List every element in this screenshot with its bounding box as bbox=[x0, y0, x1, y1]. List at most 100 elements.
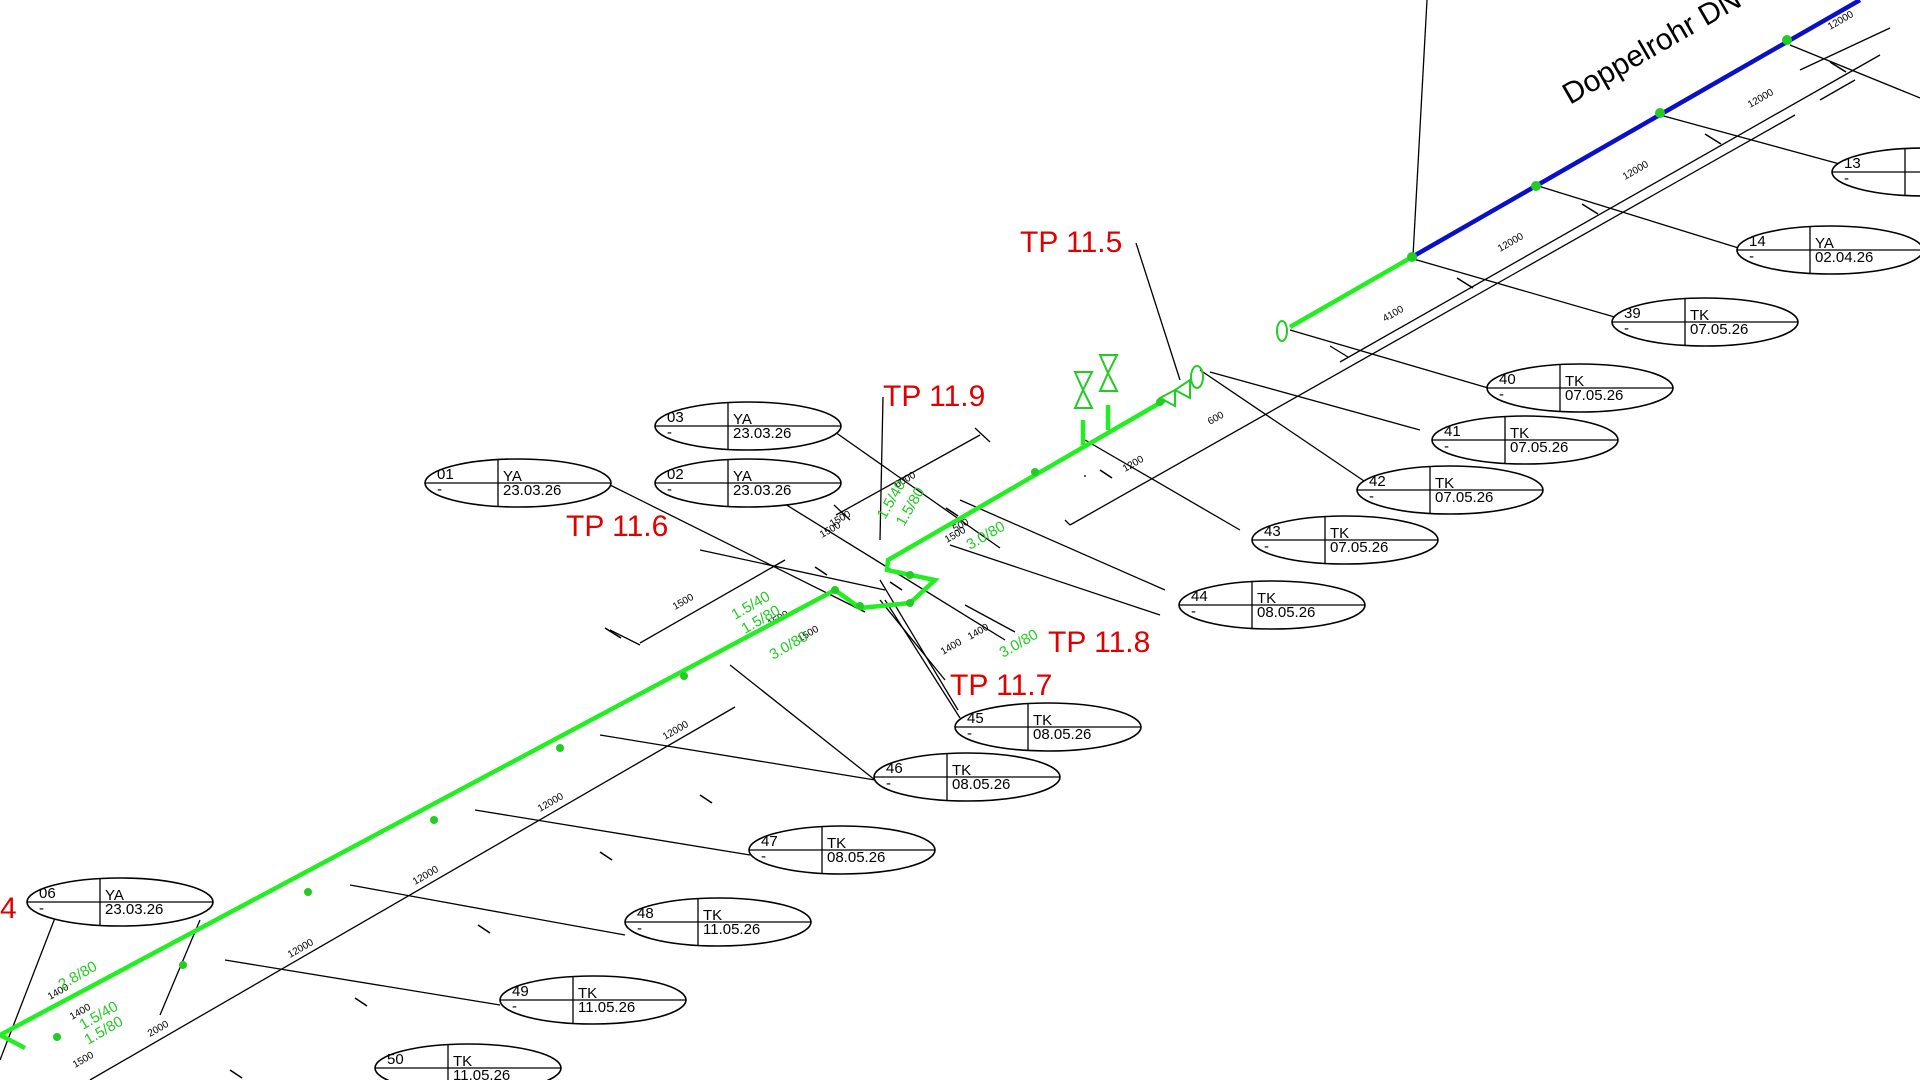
tp-label-11-9: TP 11.9 bbox=[883, 380, 985, 413]
weld-tag-sub: - bbox=[667, 481, 672, 498]
weld-tag-date: 08.05.26 bbox=[827, 849, 885, 866]
weld-tag-code: TK bbox=[1257, 590, 1276, 607]
weld-tag-number: 45 bbox=[967, 710, 984, 727]
weld-tag-date: 07.05.26 bbox=[1690, 321, 1748, 338]
weld-tag-sub: - bbox=[1264, 538, 1269, 555]
tp-label-11-7: TP 11.7 bbox=[950, 669, 1052, 702]
weld-tag-date: 23.03.26 bbox=[503, 482, 561, 499]
pipe-title: Doppelrohr DN bbox=[1557, 0, 1747, 111]
weld-tag-code: TK bbox=[1690, 307, 1709, 324]
weld-tag-code: YA bbox=[105, 887, 124, 904]
weld-tag-sub: - bbox=[512, 998, 517, 1015]
weld-tag-sub: - bbox=[437, 481, 442, 498]
weld-tag-number: 02 bbox=[667, 466, 684, 483]
tp-label-11-8: TP 11.8 bbox=[1048, 626, 1150, 659]
weld-tag-date: 07.05.26 bbox=[1510, 439, 1568, 456]
weld-tag-code: YA bbox=[503, 468, 522, 485]
weld-tag-date: 23.03.26 bbox=[105, 901, 163, 918]
green-pipe bbox=[0, 255, 1414, 1050]
weld-tag-sub: - bbox=[1191, 603, 1196, 620]
pipe-spec: 3.0/80 bbox=[997, 626, 1042, 662]
dimension-ticks bbox=[229, 61, 1847, 1079]
weld-tag-date: 08.05.26 bbox=[1257, 604, 1315, 621]
weld-tag-number: 41 bbox=[1444, 423, 1461, 440]
weld-tag-number: 43 bbox=[1264, 523, 1281, 540]
dim-label: 12000 bbox=[661, 719, 691, 743]
weld-tag-code: YA bbox=[733, 411, 752, 428]
weld-tag-number: 42 bbox=[1369, 473, 1386, 490]
weld-tag-code: TK bbox=[578, 985, 597, 1002]
weld-tag-sub: - bbox=[667, 424, 672, 441]
weld-tag-date: 08.05.26 bbox=[952, 776, 1010, 793]
weld-tag-13: 13- bbox=[1831, 147, 1920, 197]
tp-label-edge: 4 bbox=[0, 892, 17, 925]
tp-label-11-6: TP 11.6 bbox=[566, 510, 668, 543]
weld-tag-code: TK bbox=[453, 1053, 472, 1070]
pipe-spec: 3.0/80 bbox=[964, 518, 1009, 554]
weld-tag-sub: - bbox=[1444, 438, 1449, 455]
weld-tag-code: TK bbox=[1510, 425, 1529, 442]
weld-tag-sub: - bbox=[886, 775, 891, 792]
test-point-labels: TP 11.5 TP 11.6 TP 11.7 TP 11.8 TP 11.9 … bbox=[0, 226, 1150, 925]
weld-tag-code: TK bbox=[1435, 475, 1454, 492]
weld-tag-number: 46 bbox=[886, 760, 903, 777]
valve-icon bbox=[1073, 320, 1288, 409]
weld-tag-number: 48 bbox=[637, 905, 654, 922]
weld-tag-date: 11.05.26 bbox=[578, 999, 635, 1016]
weld-tag-date: 23.03.26 bbox=[733, 482, 791, 499]
weld-tag-sub: - bbox=[1624, 320, 1629, 337]
weld-tag-number: 40 bbox=[1499, 371, 1516, 388]
weld-tag-number: 47 bbox=[761, 833, 778, 850]
weld-tag-date: 08.05.26 bbox=[1033, 726, 1091, 743]
weld-tag-number: 14 bbox=[1749, 233, 1766, 250]
weld-tag-date: 07.05.26 bbox=[1435, 489, 1493, 506]
dim-label: 12000 bbox=[1621, 159, 1651, 183]
weld-tag-sub: - bbox=[1369, 488, 1374, 505]
dim-label: 12000 bbox=[411, 864, 441, 888]
weld-tag-sub: - bbox=[39, 900, 44, 917]
dim-label: 2000 bbox=[146, 1019, 171, 1040]
weld-tag-code: TK bbox=[827, 835, 846, 852]
weld-tag-code: YA bbox=[1815, 235, 1834, 252]
dimension-labels: 12000 12000 12000 12000 12000 12000 1200… bbox=[46, 9, 1856, 1071]
dim-label: 12000 bbox=[536, 791, 566, 815]
dim-label: 12000 bbox=[286, 937, 316, 961]
dim-label: 600 bbox=[1206, 410, 1226, 428]
pipe-spec: 2.8/80 bbox=[56, 958, 101, 994]
weld-tag-date: 11.05.26 bbox=[703, 921, 760, 938]
weld-tag-number: 13 bbox=[1844, 155, 1861, 172]
dim-label: 1500 bbox=[671, 592, 696, 613]
weld-tag-sub: - bbox=[761, 848, 766, 865]
weld-tag-sub: - bbox=[637, 920, 642, 937]
weld-tag-date: 02.04.26 bbox=[1815, 249, 1873, 266]
weld-tag-number: 50 bbox=[387, 1051, 404, 1068]
weld-tag-sub: - bbox=[1844, 170, 1849, 187]
weld-tag-number: 03 bbox=[667, 409, 684, 426]
dim-label: 1400 bbox=[939, 637, 964, 658]
weld-tag-number: 06 bbox=[39, 885, 56, 902]
weld-tag-date: 07.05.26 bbox=[1330, 539, 1388, 556]
dim-label: 1400 bbox=[966, 622, 991, 643]
tp-label-11-5: TP 11.5 bbox=[1020, 226, 1122, 259]
weld-tag-code: YA bbox=[733, 468, 752, 485]
weld-tag-code: TK bbox=[952, 762, 971, 779]
weld-tag-sub: - bbox=[1499, 386, 1504, 403]
dim-label: 12000 bbox=[1746, 87, 1776, 111]
weld-tag-number: 49 bbox=[512, 983, 529, 1000]
